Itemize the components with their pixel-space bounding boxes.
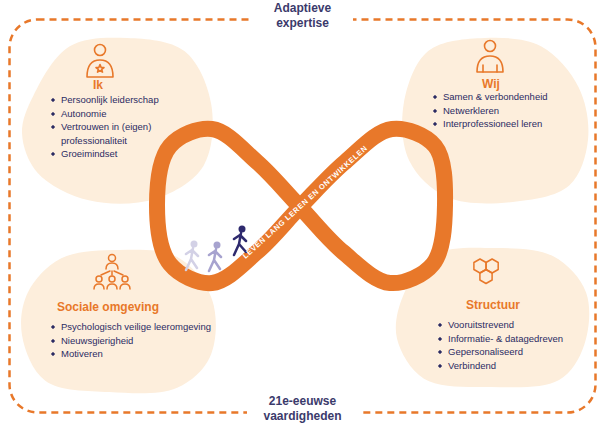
walking-figure — [239, 226, 246, 233]
theme-blob: WijSamen & verbondenheidNetwerklerenInte… — [398, 36, 590, 204]
theme-item: Vooruitstrevend — [437, 318, 587, 332]
theme-item: Psychologisch veilige leeromgeving — [50, 320, 226, 334]
loop-label: LEVEN LANG LEREN EN ONTWIKKELEN — [241, 143, 370, 260]
walking-figure — [214, 242, 221, 249]
walking-figure — [209, 249, 221, 271]
framework-frame: Adaptieve expertise21e-eeuwse vaardighed… — [8, 18, 597, 414]
theme-title: Sociale omgeving — [57, 300, 159, 314]
theme-item: Nieuwsgierigheid — [50, 334, 226, 348]
dashed-border — [10, 20, 596, 413]
theme-item: Gepersonaliseerd — [437, 345, 587, 359]
theme-item: Interprofessioneel leren — [432, 117, 582, 131]
theme-blob: Sociale omgevingPsychologisch veilige le… — [20, 248, 218, 394]
walking-figure — [191, 241, 198, 248]
frame-heading: Adaptieve expertise — [253, 1, 353, 31]
theme-item: Groeimindset — [50, 147, 190, 161]
theme-blob: StructuurVooruitstrevendInformatie- & da… — [393, 246, 590, 389]
theme-item: Informatie- & datagedreven — [437, 332, 587, 346]
blob-fill — [402, 38, 588, 204]
bullet-list: Persoonlijk leiderschapAutonomieVertrouw… — [50, 93, 190, 161]
bullet-list: Samen & verbondenheidNetwerklerenInterpr… — [432, 90, 582, 131]
theme-item: Vertrouwen in (eigen) professionaliteit — [50, 120, 190, 147]
theme-title: Structuur — [466, 298, 520, 312]
blob-fill — [22, 38, 213, 204]
theme-item: Samen & verbondenheid — [432, 90, 582, 104]
blob-fill — [396, 248, 589, 388]
theme-item: Verbindend — [437, 359, 587, 373]
theme-item: Autonomie — [50, 107, 190, 121]
bullet-list: Psychologisch veilige leeromgevingNieuws… — [50, 320, 226, 361]
theme-item: Persoonlijk leiderschap — [50, 93, 190, 107]
theme-item: Netwerkleren — [432, 104, 582, 118]
theme-blob: IkPersoonlijk leiderschapAutonomieVertro… — [20, 36, 215, 204]
theme-item: Motiveren — [50, 347, 226, 361]
frame-heading: 21e-eeuwse vaardigheden — [247, 394, 359, 424]
walking-figure — [209, 242, 221, 272]
theme-title: Wij — [482, 77, 500, 91]
bullet-list: VooruitstrevendInformatie- & datagedreve… — [437, 318, 587, 372]
theme-title: Ik — [93, 78, 103, 92]
